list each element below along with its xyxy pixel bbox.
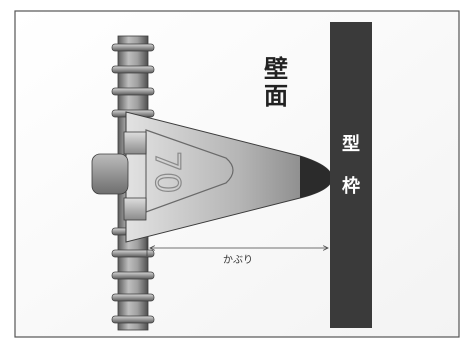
rebar-rib xyxy=(111,43,155,52)
rebar-rib xyxy=(111,65,155,74)
rebar-rib xyxy=(111,87,155,96)
form-label-1: 型 xyxy=(342,133,360,155)
clip-upper xyxy=(123,131,147,155)
wall-label-2: 面 xyxy=(264,82,288,110)
clip-lower xyxy=(123,197,147,221)
clip-knob xyxy=(91,153,129,195)
formwork xyxy=(330,22,372,328)
cover-label: かぶり xyxy=(223,254,253,266)
rebar-rib xyxy=(111,293,155,302)
form-label-2: 枠 xyxy=(342,175,360,197)
spacer-cutout xyxy=(145,129,234,213)
rebar-rib xyxy=(111,315,155,324)
spacer-tip xyxy=(300,156,332,198)
wall-label-1: 壁 xyxy=(264,55,288,83)
spacer: 70 xyxy=(125,111,333,243)
spacer-mark: 70 xyxy=(147,150,187,193)
rebar-rib xyxy=(111,271,155,280)
rebar-rib xyxy=(111,249,155,258)
cover-dimension: かぶり xyxy=(146,238,328,266)
